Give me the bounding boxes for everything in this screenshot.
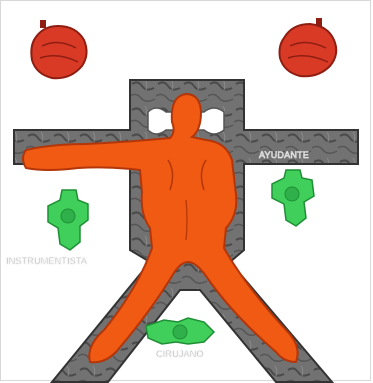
- anesthesia-equipment-right-icon: [280, 18, 337, 76]
- ayudante-label: AYUDANTE: [259, 150, 309, 160]
- ayudante-figure-icon: [272, 170, 314, 226]
- anesthesia-equipment-left-icon: [31, 20, 86, 78]
- cirujano-label: CIRUJANO: [156, 349, 204, 359]
- instrumentista-label: INSTRUMENTISTA: [6, 256, 87, 266]
- instrumentista-figure-icon: [48, 190, 88, 250]
- cirujano-figure-icon: [146, 318, 214, 344]
